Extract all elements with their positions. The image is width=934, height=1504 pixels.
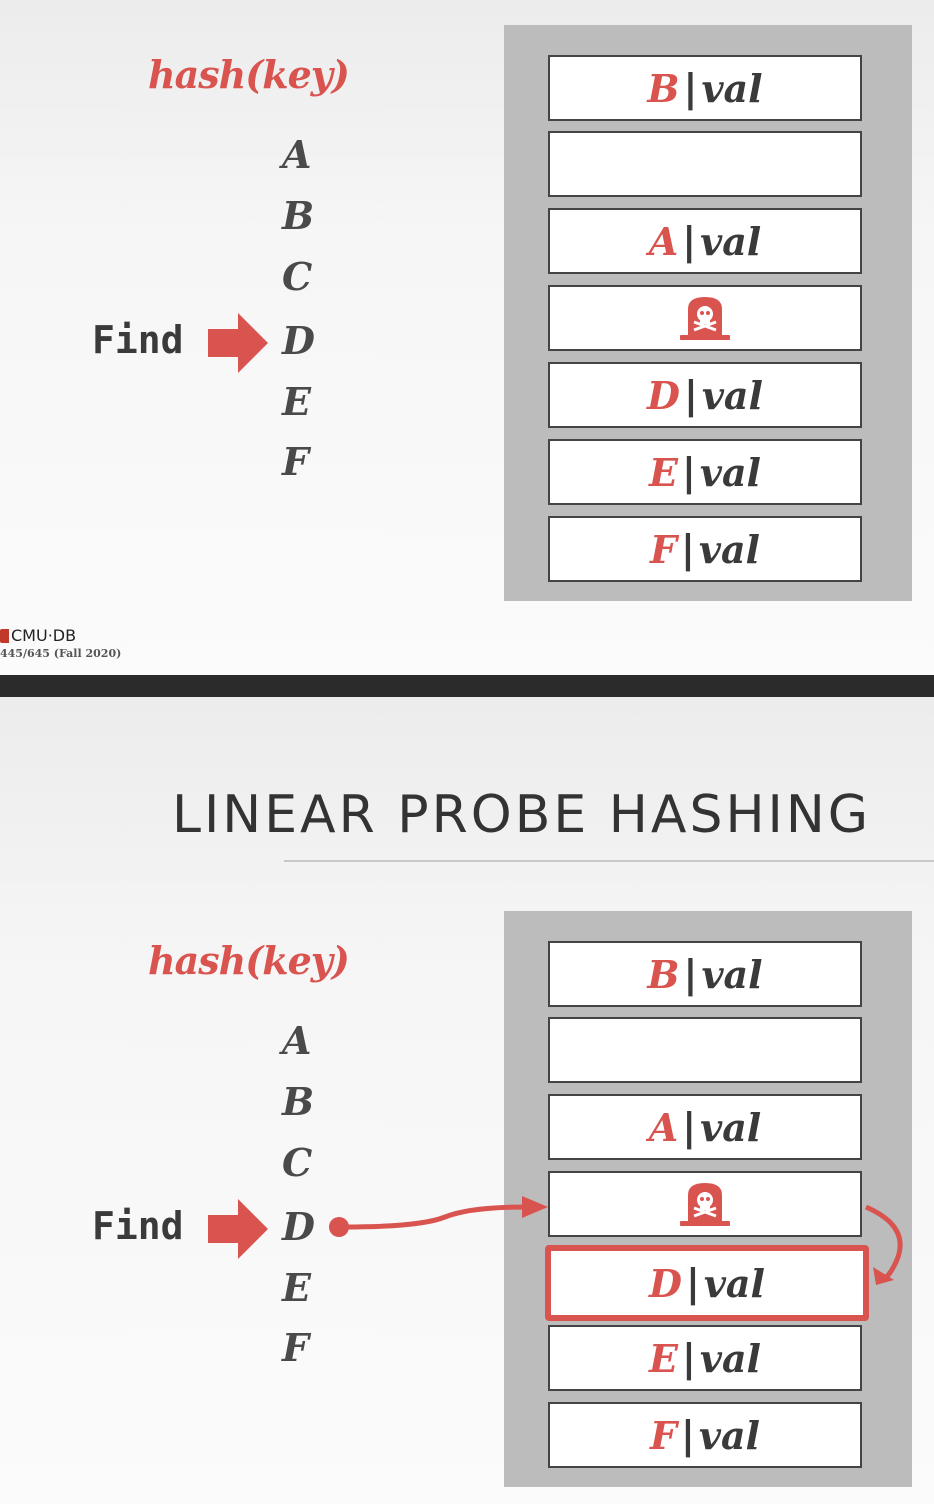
slot-value: val [701,372,763,418]
slot-value: val [700,1104,762,1150]
key-c: C [282,1140,313,1185]
key-d: D [282,318,315,363]
key-e: E [282,379,311,424]
slot-empty [548,1017,862,1083]
key-b: B [282,1079,315,1124]
slot-2: A|val [548,1094,862,1160]
find-arrow-icon [208,313,268,373]
probe-start-dot [329,1217,349,1237]
slot-tombstone [548,285,862,351]
find-arrow-icon [208,1199,268,1259]
slot-value: val [699,449,761,495]
hash-key-label: hash(key) [148,52,350,97]
tombstone-skull-icon [680,297,730,340]
probe-arrow-icon [344,1204,526,1230]
slot-key: F [649,1412,677,1458]
slot-value: val [698,526,760,572]
logo-text: CMU·DB [11,626,77,645]
slot-key: A [648,1104,679,1150]
title-rule [284,860,934,862]
slot-6: F|val [548,1402,862,1468]
slot-key: F [649,526,677,572]
key-a: A [282,1018,312,1063]
key-e: E [282,1265,311,1310]
slide-top: hash(key) A B C D E F Find B|val A|val D… [0,0,934,675]
slot-6: F|val [548,516,862,582]
slot-value: val [703,1260,765,1306]
cmu-db-logo: CMU·DB 445/645 (Fall 2020) [0,626,121,660]
slot-empty [548,131,862,197]
slot-0: B|val [548,941,862,1007]
slot-5: E|val [548,1325,862,1391]
slide-bottom: LINEAR PROBE HASHING hash(key) A B C D E… [0,697,934,1504]
slot-value: val [698,1412,760,1458]
slot-key: B [647,951,680,997]
key-f: F [282,1325,309,1370]
slot-key: E [649,1335,678,1381]
slot-0: B|val [548,55,862,121]
key-d: D [282,1204,315,1249]
slide-title: LINEAR PROBE HASHING [172,785,872,845]
key-f: F [282,439,309,484]
slot-value: val [699,1335,761,1381]
slide-divider [0,675,934,697]
slot-tombstone [548,1171,862,1237]
slot-key: D [649,1260,682,1306]
logo-mark-icon [0,629,9,643]
slot-value: val [701,951,763,997]
slot-key: E [649,449,678,495]
key-c: C [282,254,313,299]
find-label: Find [92,318,184,362]
slot-5: E|val [548,439,862,505]
slot-value: val [700,218,762,264]
tombstone-skull-icon [680,1183,730,1226]
slot-4: D|val [548,362,862,428]
find-label: Find [92,1204,184,1248]
slot-key: B [647,65,680,111]
slot-key: A [648,218,679,264]
slot-4-match: D|val [545,1245,869,1321]
slot-key: D [647,372,680,418]
course-label: 445/645 (Fall 2020) [0,647,122,660]
key-b: B [282,193,315,238]
key-a: A [282,132,312,177]
slot-2: A|val [548,208,862,274]
hash-key-label: hash(key) [148,938,350,983]
slot-value: val [701,65,763,111]
